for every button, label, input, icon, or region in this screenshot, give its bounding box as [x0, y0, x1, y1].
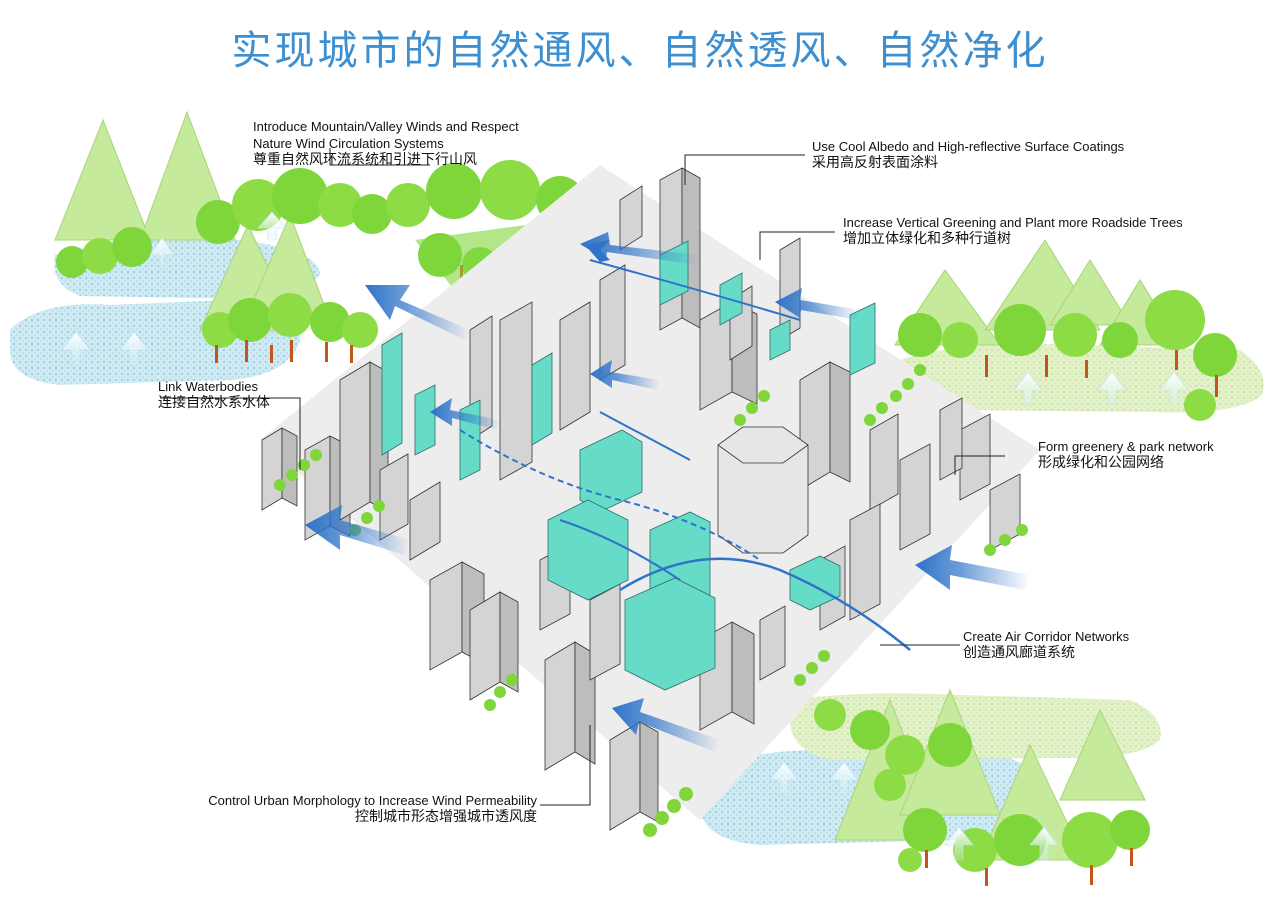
label-mountain-wind: Introduce Mountain/Valley Winds and Resp…	[253, 118, 519, 169]
wind-arrows	[305, 232, 1030, 752]
label-waterbodies: Link Waterbodies 连接自然水系水体	[158, 378, 270, 412]
label-cool-albedo-en: Use Cool Albedo and High-reflective Surf…	[812, 139, 1125, 154]
label-urban-morphology: Control Urban Morphology to Increase Win…	[195, 792, 537, 826]
buildings	[261, 167, 1028, 837]
label-mountain-wind-en-1: Introduce Mountain/Valley Winds and Resp…	[253, 119, 519, 134]
diagram-title: 实现城市的自然通风、自然透风、自然净化	[231, 28, 1049, 74]
label-vertical-greening: Increase Vertical Greening and Plant mor…	[843, 214, 1183, 248]
label-air-corridor: Create Air Corridor Networks 创造通风廊道系统	[963, 628, 1129, 662]
label-greenery-network: Form greenery & park network 形成绿化和公园网络	[1038, 438, 1214, 472]
label-cool-albedo: Use Cool Albedo and High-reflective Surf…	[812, 138, 1124, 172]
label-waterbodies-zh: 连接自然水系水体	[158, 395, 270, 411]
label-mountain-wind-zh: 尊重自然风环流系统和引进下行山风	[253, 152, 477, 168]
forest-bottom-right	[814, 688, 1150, 886]
label-urban-morphology-en: Control Urban Morphology to Increase Win…	[208, 793, 537, 808]
label-waterbodies-en: Link Waterbodies	[158, 379, 258, 394]
label-air-corridor-en: Create Air Corridor Networks	[963, 629, 1130, 644]
label-mountain-wind-en-2: Nature Wind Circulation Systems	[253, 136, 444, 151]
label-vertical-greening-zh: 增加立体绿化和多种行道树	[843, 231, 1011, 247]
upward-air-arrows	[61, 211, 1189, 861]
label-air-corridor-zh: 创造通风廊道系统	[963, 645, 1075, 661]
label-greenery-network-zh: 形成绿化和公园网络	[1038, 455, 1164, 471]
label-urban-morphology-zh: 控制城市形态增强城市透风度	[355, 809, 537, 825]
label-greenery-network-en: Form greenery & park network	[1038, 439, 1214, 454]
label-vertical-greening-en: Increase Vertical Greening and Plant mor…	[843, 215, 1183, 230]
forest-right	[894, 239, 1237, 421]
label-cool-albedo-zh: 采用高反射表面涂料	[812, 155, 938, 171]
